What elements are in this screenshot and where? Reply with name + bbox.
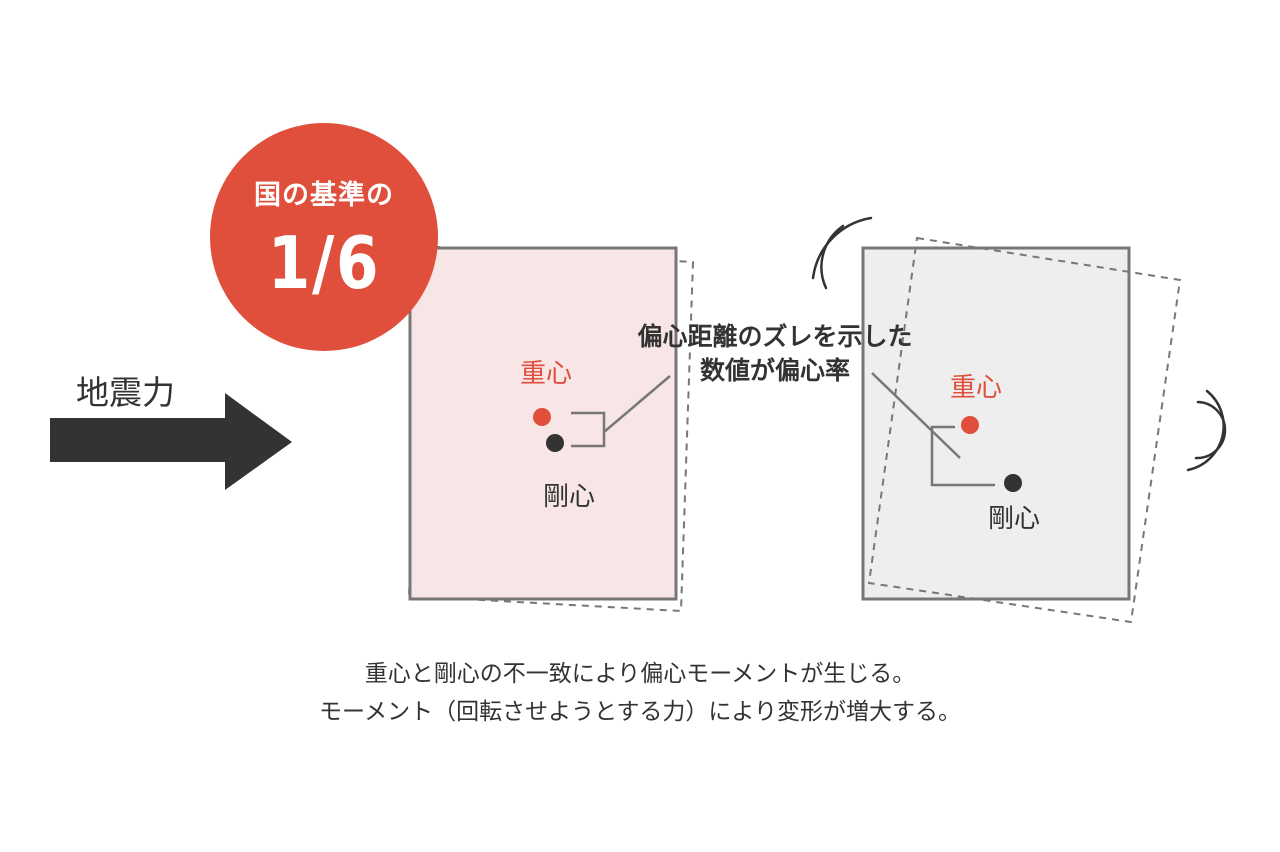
right-callout-leader — [871, 372, 961, 459]
eccentricity-callout: 偏心距離のズレを示した 数値が偏心率 — [560, 320, 990, 388]
caption: 重心と剛心の不一致により偏心モーメントが生じる。 モーメント（回転させようとする… — [0, 655, 1280, 731]
caption-line-2: モーメント（回転させようとする力）により変形が増大する。 — [319, 699, 961, 725]
right-center-of-rigidity-dot — [1004, 474, 1022, 492]
right-arrow-icon — [50, 393, 292, 490]
right-building-outline — [861, 246, 1131, 601]
caption-line-1: 重心と剛心の不一致により偏心モーメントが生じる。 — [364, 661, 916, 687]
badge-heading: 国の基準の — [254, 180, 394, 211]
badge-ratio: 1/6 — [267, 221, 381, 305]
right-center-of-gravity-label: 重心 — [950, 373, 1002, 403]
vibration-waves-icon — [1186, 389, 1227, 472]
callout-line-1: 偏心距離のズレを示した — [637, 322, 913, 351]
left-callout-leader — [603, 375, 671, 433]
vibration-waves-icon — [811, 216, 873, 290]
left-center-of-gravity-label: 重心 — [520, 359, 572, 389]
ratio-badge: 国の基準の 1/6 — [210, 123, 438, 351]
left-offset-bracket — [571, 411, 606, 448]
right-center-of-gravity-dot — [961, 416, 979, 434]
right-center-of-rigidity-label: 剛心 — [988, 504, 1040, 534]
seismic-force-label: 地震力 — [76, 373, 175, 412]
callout-line-2: 数値が偏心率 — [699, 356, 850, 385]
left-center-of-gravity-dot — [533, 408, 551, 426]
right-building-rotated-outline — [867, 236, 1182, 624]
left-center-of-rigidity-dot — [546, 434, 564, 452]
right-offset-bracket — [930, 425, 995, 487]
left-center-of-rigidity-label: 剛心 — [543, 482, 595, 512]
